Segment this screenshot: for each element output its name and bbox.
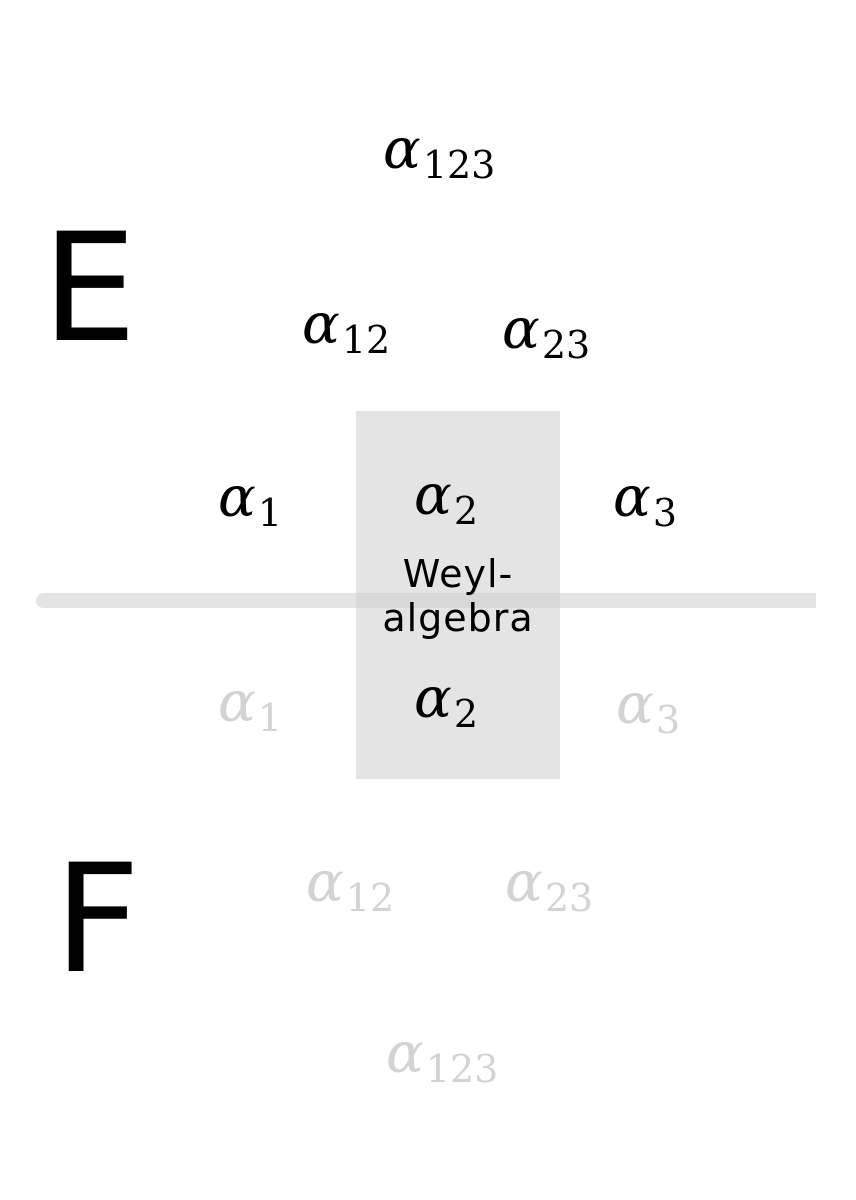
root-alpha-2-bottom: α2: [414, 666, 479, 736]
weyl-algebra-label: Weyl- algebra: [356, 552, 560, 640]
root-alpha-1-top: α1: [218, 465, 283, 535]
root-alpha-123-top: α123: [383, 117, 496, 187]
root-alpha-3-bottom: α3: [616, 672, 681, 742]
root-alpha-1-bottom: α1: [218, 670, 283, 740]
root-alpha-23-bottom: α23: [505, 850, 594, 920]
weyl-label-line1: Weyl-: [402, 552, 514, 596]
root-alpha-23-top: α23: [502, 297, 591, 367]
root-alpha-12-bottom: α12: [306, 850, 395, 920]
root-alpha-12-top: α12: [302, 292, 391, 362]
root-alpha-2-top: α2: [414, 463, 479, 533]
letter-f: F: [54, 833, 141, 1007]
root-alpha-3-top: α3: [613, 465, 678, 535]
root-alpha-123-bottom: α123: [386, 1021, 499, 1091]
weyl-label-line2: algebra: [382, 596, 534, 640]
letter-e: E: [42, 202, 137, 376]
weyl-algebra-highlight: [356, 411, 560, 779]
